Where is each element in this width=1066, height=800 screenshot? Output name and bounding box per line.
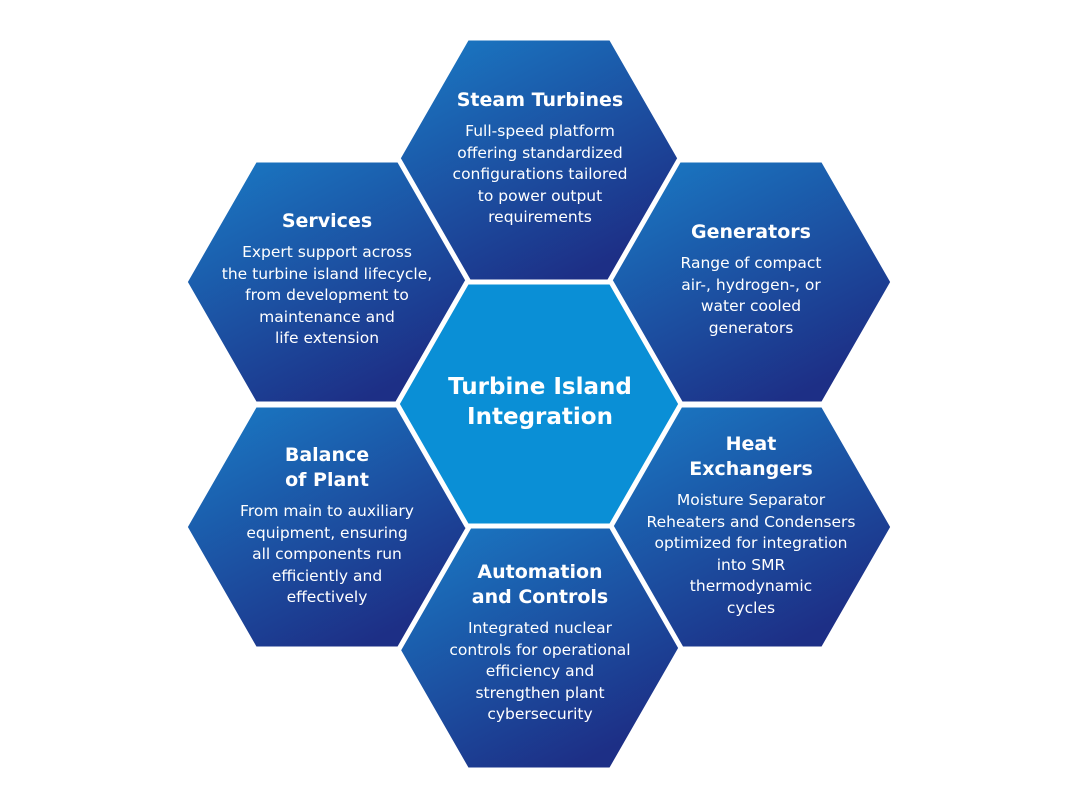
segment-title: Steam Turbines [456,89,624,111]
segment-generators: Generators Range of compact air-, hydrog… [630,220,872,339]
segment-description: Integrated nuclear controls for operatio… [449,619,631,723]
segment-description: Full-speed platform offering standardize… [452,122,628,226]
segment-title: Heat Exchangers [689,433,813,480]
segment-description: Moisture Separator Reheaters and Condens… [646,491,856,617]
center-hexagon-label: Turbine Island Integration [412,372,668,432]
segment-steam-turbines: Steam Turbines Full-speed platform offer… [420,88,660,229]
segment-description: From main to auxiliary equipment, ensuri… [240,502,414,606]
segment-description: Expert support across the turbine island… [221,243,433,347]
segment-automation-controls: Automation and Controls Integrated nucle… [418,560,662,726]
segment-title: Generators [691,221,811,243]
segment-title: Balance of Plant [284,444,370,491]
segment-services: Services Expert support across the turbi… [198,209,456,350]
hexagon-center [394,279,684,529]
segment-title: Services [281,210,373,232]
segment-balance-of-plant: Balance of Plant From main to auxiliary … [204,443,450,609]
segment-description: Range of compact air-, hydrogen-, or wat… [680,254,822,337]
center-title: Turbine Island Integration [448,374,632,430]
segment-title: Automation and Controls [471,561,609,608]
segment-heat-exchangers: Heat Exchangers Moisture Separator Rehea… [626,432,876,619]
